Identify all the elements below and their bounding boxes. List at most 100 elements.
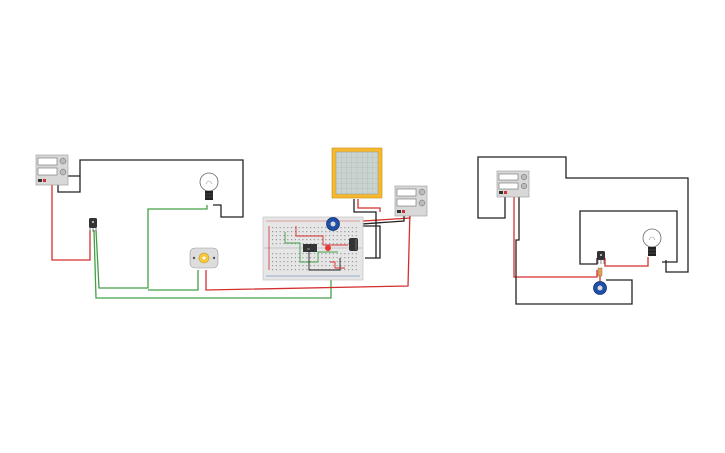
breadboard-hole: [291, 235, 293, 237]
breadboard-hole: [332, 253, 334, 255]
potentiometer-icon[interactable]: [593, 281, 607, 295]
breadboard-hole: [329, 265, 331, 267]
breadboard-hole: [275, 227, 277, 229]
wire-green-transistor-breadboard[interactable]: [93, 229, 332, 299]
breadboard-hole: [287, 243, 289, 245]
wire-black-osc[interactable]: [353, 199, 377, 258]
breadboard-hole: [321, 261, 323, 263]
breadboard-hole: [344, 253, 346, 255]
breadboard-hole: [279, 231, 281, 233]
breadboard-hole: [306, 243, 308, 245]
breadboard-hole: [298, 227, 300, 229]
breadboard-hole: [340, 265, 342, 267]
breadboard-hole: [351, 253, 353, 255]
wire-green-bulb-transistor[interactable]: [95, 205, 208, 289]
breadboard-hole: [272, 227, 274, 229]
breadboard-hole: [336, 265, 338, 267]
breadboard-hole: [340, 243, 342, 245]
wire-red-motor-ps2[interactable]: [205, 209, 411, 291]
breadboard-hole: [329, 261, 331, 263]
breadboard-hole: [291, 231, 293, 233]
breadboard-hole: [302, 253, 304, 255]
breadboard-hole: [275, 239, 277, 241]
breadboard-hole: [294, 265, 296, 267]
breadboard-hole: [283, 253, 285, 255]
breadboard-hole: [291, 257, 293, 259]
breadboard-hole: [310, 253, 312, 255]
wire-black-right-pot[interactable]: [515, 195, 633, 305]
breadboard-hole: [279, 253, 281, 255]
breadboard-hole: [329, 231, 331, 233]
wire-red-ps1-transistor[interactable]: [51, 184, 91, 261]
breadboard-hole: [329, 239, 331, 241]
breadboard-hole: [351, 227, 353, 229]
breadboard-hole: [355, 261, 357, 263]
power-supply-icon[interactable]: [394, 185, 428, 217]
transistor-icon[interactable]: [89, 218, 97, 232]
breadboard-hole: [287, 253, 289, 255]
breadboard-hole: [294, 257, 296, 259]
resistor-icon[interactable]: [597, 267, 603, 277]
breadboard-hole: [298, 231, 300, 233]
oscilloscope-icon[interactable]: [331, 147, 383, 199]
breadboard-hole: [283, 269, 285, 271]
breadboard-hole: [321, 239, 323, 241]
wire-green-motor[interactable]: [148, 270, 199, 291]
wire-black-bb-ps2[interactable]: [360, 225, 381, 259]
led-icon[interactable]: [325, 245, 331, 251]
breadboard-hole: [298, 253, 300, 255]
breadboard-hole: [294, 253, 296, 255]
breadboard-hole: [310, 231, 312, 233]
breadboard-hole: [283, 265, 285, 267]
light-bulb-icon[interactable]: [642, 228, 662, 256]
breadboard-hole: [294, 227, 296, 229]
breadboard-hole: [306, 269, 308, 271]
light-bulb-icon[interactable]: [199, 172, 219, 200]
breadboard-hole: [325, 227, 327, 229]
breadboard-hole: [313, 227, 315, 229]
jumper-red-2[interactable]: [330, 261, 345, 269]
breadboard-hole: [275, 269, 277, 271]
transistor-icon[interactable]: [597, 251, 605, 264]
breadboard-hole: [325, 231, 327, 233]
breadboard-hole: [306, 231, 308, 233]
breadboard-hole: [272, 239, 274, 241]
potentiometer-icon[interactable]: [326, 217, 340, 231]
wire-black-ps1-return[interactable]: [57, 176, 81, 193]
breadboard-hole: [355, 227, 357, 229]
wire-red-osc[interactable]: [357, 199, 381, 212]
jumper-green[interactable]: [284, 232, 338, 263]
wire-red-right-bulb[interactable]: [604, 257, 649, 267]
jumper-red[interactable]: [295, 226, 348, 246]
breadboard-hole: [332, 235, 334, 237]
breadboard-hole: [275, 235, 277, 237]
breadboard-hole: [279, 239, 281, 241]
breadboard-hole: [283, 257, 285, 259]
dc-motor-icon[interactable]: [189, 247, 219, 269]
wire-black-right-inner[interactable]: [579, 210, 678, 265]
breadboard-hole: [351, 265, 353, 267]
jumper-black[interactable]: [308, 248, 341, 271]
breadboard-hole: [325, 243, 327, 245]
power-supply-icon[interactable]: [35, 154, 69, 186]
wire-black-ps1-bulb[interactable]: [63, 159, 244, 218]
capacitor-icon[interactable]: [349, 238, 358, 251]
breadboard-hole: [351, 235, 353, 237]
breadboard-hole: [355, 231, 357, 233]
wire-red-right-ps[interactable]: [513, 195, 598, 278]
breadboard-hole: [287, 239, 289, 241]
breadboard-hole: [332, 231, 334, 233]
ic-chip-icon[interactable]: IC: [303, 244, 317, 252]
breadboard-hole: [348, 265, 350, 267]
breadboard-hole: [317, 231, 319, 233]
breadboard-hole: [313, 243, 315, 245]
wire-black-right-outer[interactable]: [477, 156, 689, 273]
power-supply-icon[interactable]: [496, 170, 530, 198]
breadboard-hole: [348, 253, 350, 255]
breadboard-hole: [325, 257, 327, 259]
breadboard-hole: [317, 239, 319, 241]
breadboard-hole: [344, 261, 346, 263]
breadboard-hole: [336, 253, 338, 255]
